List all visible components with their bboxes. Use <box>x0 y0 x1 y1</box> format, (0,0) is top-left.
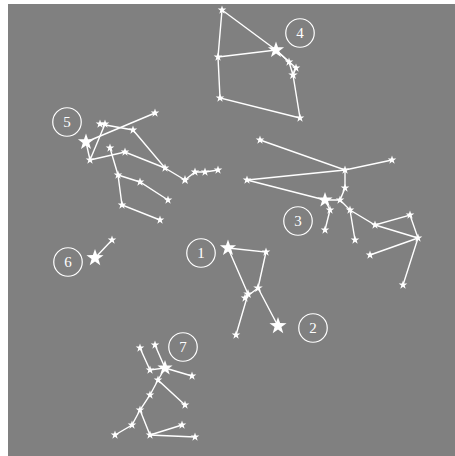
constellation-drawing <box>8 4 455 456</box>
circle-outline <box>169 333 198 362</box>
callout-number: 6 <box>53 247 83 270</box>
callout-number: 7 <box>168 332 198 355</box>
connector-layer <box>8 4 455 456</box>
constellation-lines <box>86 10 418 437</box>
callout-number: 2 <box>298 313 328 336</box>
circle-outline <box>299 314 328 343</box>
circle-outline <box>284 207 313 236</box>
callout-circle: 6 <box>53 247 83 277</box>
callout-number: 3 <box>283 206 313 229</box>
callout-number: 4 <box>285 18 315 41</box>
callout-circle: 4 <box>285 18 315 48</box>
callout-circle: 3 <box>283 206 313 236</box>
circle-outline <box>286 19 315 48</box>
callout-number: 1 <box>186 238 216 261</box>
star-symbols <box>78 6 422 441</box>
sky-ground: 4 5 3 1 6 2 7 <box>8 4 455 456</box>
circle-outline <box>53 108 82 137</box>
callout-circle: 2 <box>298 313 328 343</box>
circle-outline <box>187 239 216 268</box>
callout-number: 5 <box>52 107 82 130</box>
callout-circle: 5 <box>52 107 82 137</box>
circle-outline <box>54 248 83 277</box>
callout-circle: 1 <box>186 238 216 268</box>
callout-circle: 7 <box>168 332 198 362</box>
